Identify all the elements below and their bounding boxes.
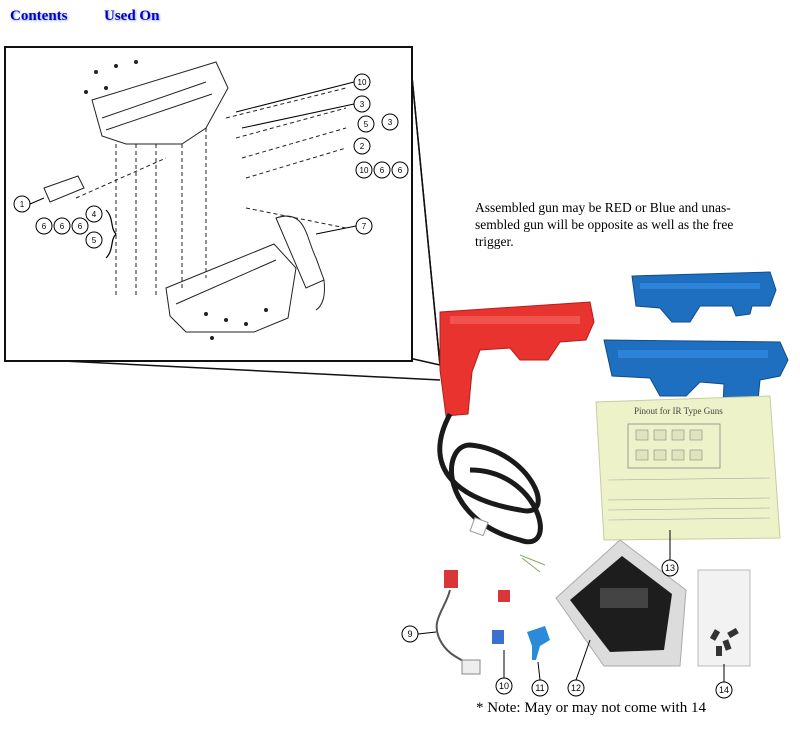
- svg-text:14: 14: [719, 685, 729, 695]
- key-part-11: [527, 626, 550, 660]
- pinout-card: Pinout for IR Type Guns: [595, 395, 781, 541]
- svg-text:5: 5: [92, 236, 97, 245]
- screws-bag-part-14: [697, 569, 751, 667]
- assembly-note: Assembled gun may be RED or Blue and una…: [475, 200, 734, 249]
- svg-text:6: 6: [78, 222, 83, 231]
- svg-text:1: 1: [20, 200, 25, 209]
- red-gun: [439, 301, 595, 417]
- pinout-card-title: Pinout for IR Type Guns: [634, 406, 723, 416]
- bagged-board-part-12: [555, 539, 687, 667]
- contents-link[interactable]: Contents: [10, 8, 68, 24]
- svg-text:6: 6: [60, 222, 65, 231]
- parts-photo: Pinout for IR Type Guns: [3, 45, 789, 699]
- footnote: * Note: May or may not come with 14: [476, 700, 706, 716]
- svg-text:5: 5: [364, 120, 369, 129]
- svg-text:3: 3: [360, 100, 365, 109]
- gun-cable: [437, 412, 543, 545]
- svg-text:10: 10: [358, 78, 367, 87]
- svg-text:6: 6: [380, 166, 385, 175]
- callout-line-top: [408, 45, 441, 366]
- blue-trigger-part-10: [492, 630, 504, 644]
- exploded-diagram-drawing: 10 3 5 3 2 10 6 6 1 6 6 6 4 5 7: [13, 60, 409, 340]
- top-navigation: Contents Used On: [0, 0, 800, 34]
- exploded-diagram: 10 3 5 3 2 10 6 6 1 6 6 6 4 5 7: [4, 46, 413, 362]
- svg-text:12: 12: [571, 683, 581, 693]
- blue-gun-assembled: [631, 271, 777, 323]
- svg-text:9: 9: [407, 629, 412, 639]
- svg-text:10: 10: [360, 166, 369, 175]
- used-on-link[interactable]: Used On: [104, 8, 160, 24]
- red-connector: [498, 590, 510, 602]
- svg-text:3: 3: [388, 118, 393, 127]
- svg-text:11: 11: [535, 683, 544, 693]
- svg-text:6: 6: [42, 222, 47, 231]
- svg-text:6: 6: [398, 166, 403, 175]
- svg-text:10: 10: [499, 681, 509, 691]
- svg-text:13: 13: [665, 563, 675, 573]
- harness-part-9: [435, 570, 481, 675]
- svg-text:2: 2: [360, 142, 365, 151]
- svg-text:7: 7: [362, 222, 367, 231]
- svg-text:4: 4: [92, 210, 97, 219]
